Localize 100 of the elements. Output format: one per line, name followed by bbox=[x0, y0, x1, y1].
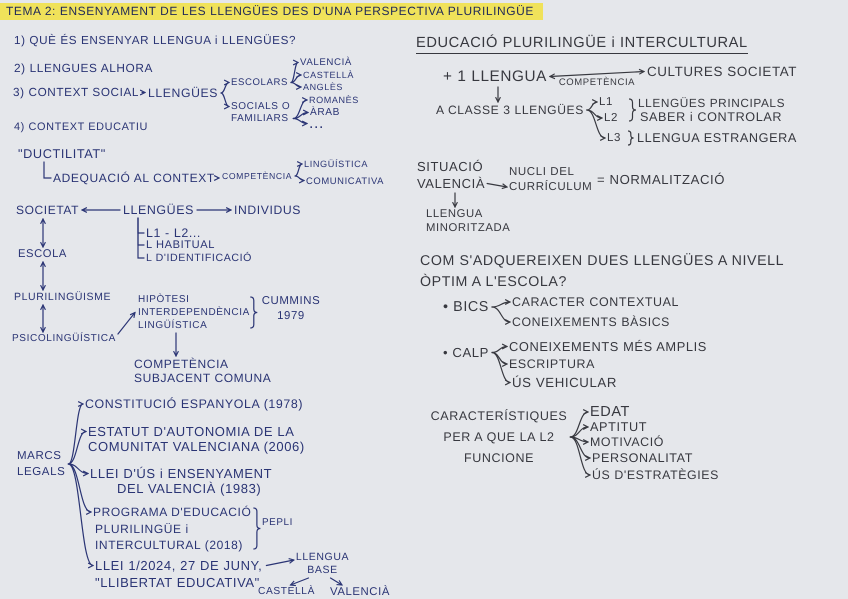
concept-text: L HABITUAL bbox=[146, 239, 216, 253]
concept-text: COMPETÈNCIA SUBJACENT COMUNA bbox=[134, 357, 273, 385]
concept-text: MOTIVACIÓ bbox=[590, 435, 664, 450]
concept-text: SITUACIÓ VALENCIÀ bbox=[417, 158, 487, 192]
concept-text: A CLASSE 3 LLENGÜES bbox=[436, 103, 584, 118]
arrow bbox=[294, 162, 303, 177]
arrow bbox=[491, 299, 511, 308]
arrow bbox=[220, 80, 230, 94]
note-text: LLENGÜES PRINCIPALS bbox=[638, 96, 786, 111]
concept-text: PSICOLINGÜÍSTICA bbox=[12, 333, 116, 346]
arrow bbox=[491, 352, 508, 366]
concept-text: L D'IDENTIFICACIÓ bbox=[146, 252, 252, 266]
section-heading: EDUCACIÓ PLURILINGÜE i INTERCULTURAL bbox=[416, 34, 748, 54]
arrow bbox=[68, 463, 89, 476]
arrow bbox=[491, 344, 508, 354]
note-text: 2) LLENGUES ALHORA bbox=[14, 61, 153, 76]
arrow bbox=[586, 109, 603, 121]
concept-text: CULTURES SOCIETAT bbox=[647, 64, 798, 81]
concept-text: L2 bbox=[604, 111, 618, 126]
concept-text: CASTELLÀ bbox=[258, 586, 315, 599]
concept-text: LLEI D'ÚS i ENSENYAMENT DEL VALENCIÀ (1983) bbox=[90, 467, 273, 496]
concept-text: CONSTITUCIÓ ESPANYOLA (1978) bbox=[85, 397, 304, 412]
arrow bbox=[40, 218, 46, 248]
concept-text: "DUCTILITAT" bbox=[18, 146, 106, 162]
concept-text: ESTATUT D'AUTONOMIA DE LA COMUNITAT VALENCIANA (2006) bbox=[88, 424, 306, 454]
note-text: 4) CONTEXT EDUCATIU bbox=[14, 121, 148, 135]
concept-text: VALENCIÀ bbox=[300, 57, 352, 70]
concept-text: CARACTER CONTEXTUAL bbox=[512, 295, 680, 311]
connector-line bbox=[43, 161, 52, 179]
arrow bbox=[294, 175, 305, 184]
question-text: COM S'ADQUEREIXEN DUES LLENGÜES A NIVELL ÒPTIM A L'ESCOLA? bbox=[420, 252, 785, 292]
arrow bbox=[452, 192, 458, 208]
arrow bbox=[214, 175, 220, 181]
arrow bbox=[117, 312, 136, 335]
note-text: = NORMALITZACIÓ bbox=[597, 172, 726, 188]
concept-text: + 1 LLENGUA bbox=[443, 67, 547, 86]
arrow bbox=[570, 424, 589, 438]
concept-text: • CALP bbox=[443, 345, 489, 362]
arrow bbox=[40, 261, 46, 291]
arrow bbox=[495, 86, 501, 103]
concept-text: ÚS VEHICULAR bbox=[512, 375, 618, 392]
concept-text: COMUNICATIVA bbox=[306, 175, 384, 187]
note-text: 1) QUÈ ÉS ENSENYAR LLENGUA i LLENGÜES? bbox=[14, 34, 296, 49]
arrow bbox=[292, 98, 308, 120]
concept-text: COMPETÈNCIA bbox=[222, 171, 292, 182]
concept-text: PLURILINGÜISME bbox=[14, 291, 112, 304]
arrow bbox=[570, 436, 591, 476]
arrow bbox=[140, 90, 146, 96]
concept-text: PERSONALITAT bbox=[592, 451, 693, 467]
arrow bbox=[491, 306, 511, 324]
arrow bbox=[68, 463, 92, 514]
note-text: PEPLI bbox=[262, 517, 293, 530]
arrow bbox=[586, 100, 598, 111]
concept-text: ESCOLA bbox=[18, 247, 67, 261]
arrow bbox=[330, 577, 343, 586]
concept-text: CONEIXEMENTS MÉS AMPLIS bbox=[509, 339, 707, 356]
arrow bbox=[292, 110, 309, 120]
concept-text: LLENGUA MINORITZADA bbox=[426, 207, 512, 235]
concept-text: ANGLÈS bbox=[303, 82, 343, 94]
arrow bbox=[266, 558, 294, 566]
concept-text: LLENGÜES bbox=[123, 203, 194, 218]
note-text: SABER i CONTROLAR bbox=[640, 110, 782, 126]
concept-text: VALENCIÀ bbox=[330, 585, 390, 599]
concept-text: HIPÒTESI INTERDEPENDÈNCIA LINGÜÍSTICA bbox=[138, 293, 251, 332]
concept-text: LINGÜÍSTICA bbox=[304, 159, 368, 170]
arrow bbox=[81, 207, 121, 213]
arrow bbox=[196, 207, 232, 213]
note-text: LLENGUA ESTRANGERA bbox=[637, 131, 797, 147]
concept-text: ROMANÈS bbox=[309, 95, 359, 106]
concept-text: INDIVIDUS bbox=[234, 203, 301, 218]
arrow bbox=[491, 352, 511, 384]
arrow bbox=[586, 109, 606, 140]
arrow bbox=[486, 182, 508, 190]
concept-text: ADEQUACIÓ AL CONTEXT bbox=[53, 171, 215, 186]
concept-text: ESCOLARS bbox=[231, 77, 288, 89]
connector-line bbox=[137, 217, 145, 259]
concept-text: CONEIXEMENTS BÀSICS bbox=[512, 315, 670, 330]
concept-text: • BICS bbox=[443, 299, 489, 317]
arrow bbox=[173, 332, 179, 357]
concept-text: ÚS D'ESTRATÈGIES bbox=[592, 468, 719, 484]
arrow bbox=[290, 72, 302, 84]
concept-text: MARCS LEGALS bbox=[17, 448, 67, 480]
arrow bbox=[290, 82, 302, 90]
concept-text: 3) CONTEXT SOCIAL bbox=[13, 86, 140, 101]
page-title: TEMA 2: ENSENYAMENT DE LES LLENGÜES DES D'UNA PERSPECTIVA PLURILINGÜE bbox=[0, 3, 543, 20]
arrow bbox=[570, 436, 589, 445]
arrow bbox=[570, 410, 589, 438]
arrow bbox=[292, 118, 308, 126]
arrow bbox=[68, 403, 84, 465]
concept-text: SOCIALS O FAMILIARS bbox=[231, 101, 292, 125]
concept-text: LLENGUA BASE bbox=[295, 551, 350, 577]
arrow bbox=[290, 62, 299, 84]
citation-text: CUMMINS 1979 bbox=[261, 294, 321, 324]
arrow bbox=[549, 68, 645, 80]
arrow bbox=[290, 577, 310, 586]
arrow bbox=[570, 436, 591, 460]
concept-text: SOCIETAT bbox=[16, 203, 80, 218]
concept-text: CASTELLÀ bbox=[303, 70, 354, 82]
concept-text: PROGRAMA D'EDUCACIÓ PLURILINGÜE i INTERCULTURAL (2018) bbox=[93, 504, 253, 554]
concept-text: APTITUT bbox=[590, 420, 648, 436]
